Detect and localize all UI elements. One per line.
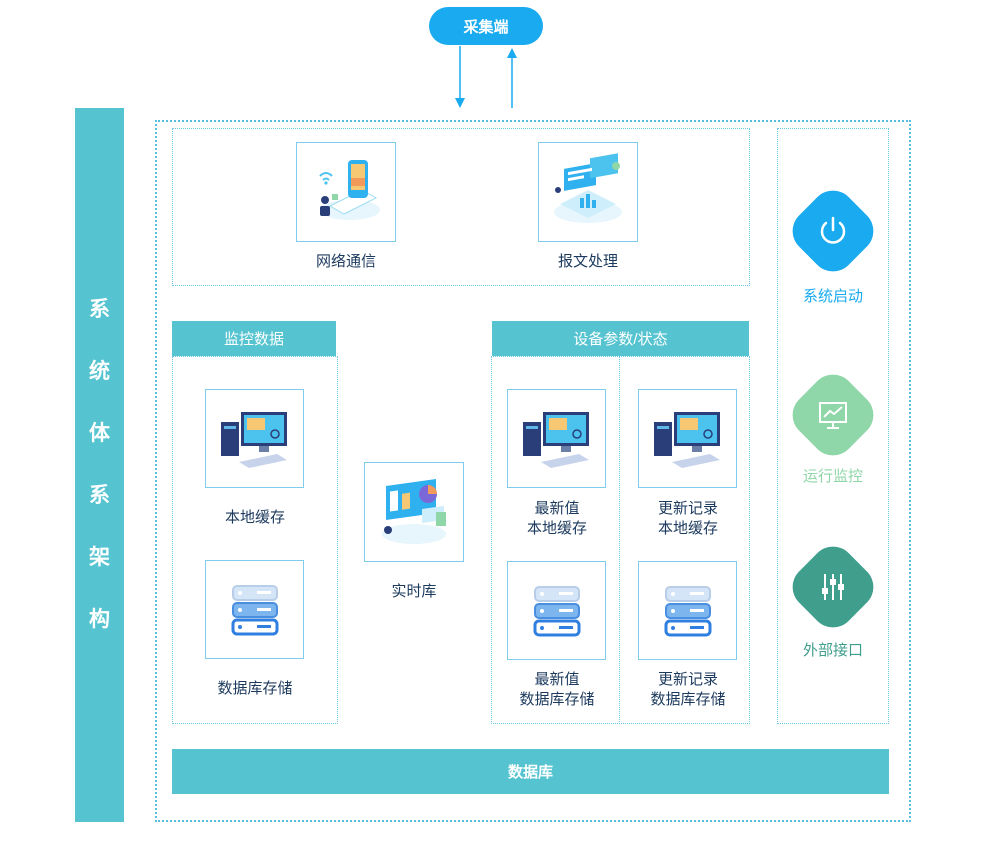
title-char: 系 [89, 298, 110, 321]
label-line: 本地缓存 [526, 520, 587, 537]
external-interface-shape [783, 537, 883, 637]
run-monitor-shape [783, 365, 883, 465]
external-interface-label: 外部接口 [802, 642, 863, 659]
server-stack-icon [231, 584, 278, 635]
monitor-data-section [172, 356, 338, 724]
update-db-storage-label: 更新记录 数据库存储 [608, 670, 768, 710]
collector-node: 采集端 [429, 7, 543, 45]
device-params-header: 设备参数/状态 [492, 321, 749, 356]
update-db-storage-illustration [638, 561, 737, 660]
control-panel [777, 128, 889, 724]
monitor-db-storage-label: 数据库存储 [217, 680, 293, 697]
network-label: 网络通信 [315, 253, 376, 270]
computer-icon [653, 411, 720, 468]
database-bar: 数据库 [172, 749, 889, 794]
system-start-label: 系统启动 [802, 288, 863, 305]
power-icon [820, 216, 846, 244]
title-char: 体 [89, 422, 110, 445]
system-start-shape [783, 181, 883, 281]
label-line: 本地缓存 [657, 520, 718, 537]
device-params-section [491, 356, 750, 724]
monitor-local-cache-illustration [205, 389, 304, 488]
latest-db-storage-label: 最新值 数据库存储 [477, 670, 637, 710]
realtime-db-label: 实时库 [391, 583, 437, 600]
monitor-chart-icon [819, 402, 847, 429]
latest-local-cache-illustration [507, 389, 606, 488]
title-char: 构 [89, 608, 110, 631]
comms-section [172, 128, 750, 286]
computer-icon [522, 411, 589, 468]
title-char: 架 [89, 546, 110, 569]
label-line: 更新记录 [657, 500, 718, 517]
monitor-db-storage-illustration [205, 560, 304, 659]
title-char: 系 [89, 484, 110, 507]
label-line: 更新记录 [657, 671, 718, 688]
update-local-cache-label: 更新记录 本地缓存 [608, 499, 768, 539]
computer-icon [220, 411, 287, 468]
title-char: 统 [89, 360, 110, 383]
label-line: 最新值 [534, 671, 580, 688]
server-stack-icon [664, 585, 711, 636]
update-local-cache-illustration [638, 389, 737, 488]
realtime-db-illustration [364, 462, 464, 562]
message-illustration [538, 142, 638, 242]
latest-local-cache-label: 最新值 本地缓存 [477, 499, 637, 539]
run-monitor-badge [783, 365, 883, 465]
external-interface-badge [783, 537, 883, 637]
device-divider [619, 356, 620, 724]
sliders-icon [822, 574, 844, 600]
system-architecture-title: 系 统 体 系 架 构 [75, 108, 124, 822]
monitor-local-cache-label: 本地缓存 [224, 509, 285, 526]
dashboard-icon [382, 479, 446, 544]
collector-arrows [455, 46, 517, 108]
phone-wifi-icon [319, 160, 380, 220]
network-illustration [296, 142, 396, 242]
system-start-badge [783, 181, 883, 281]
label-line: 数据库存储 [650, 691, 726, 708]
up-arrow-icon [507, 48, 517, 58]
system-frame [155, 120, 911, 822]
server-stack-icon [533, 585, 580, 636]
label-line: 最新值 [534, 500, 580, 517]
message-label: 报文处理 [557, 253, 618, 270]
latest-db-storage-illustration [507, 561, 606, 660]
run-monitor-label: 运行监控 [802, 468, 863, 485]
label-line: 数据库存储 [519, 691, 595, 708]
data-processing-icon [554, 153, 622, 223]
down-arrow-icon [455, 98, 465, 108]
monitor-data-header: 监控数据 [172, 321, 336, 356]
